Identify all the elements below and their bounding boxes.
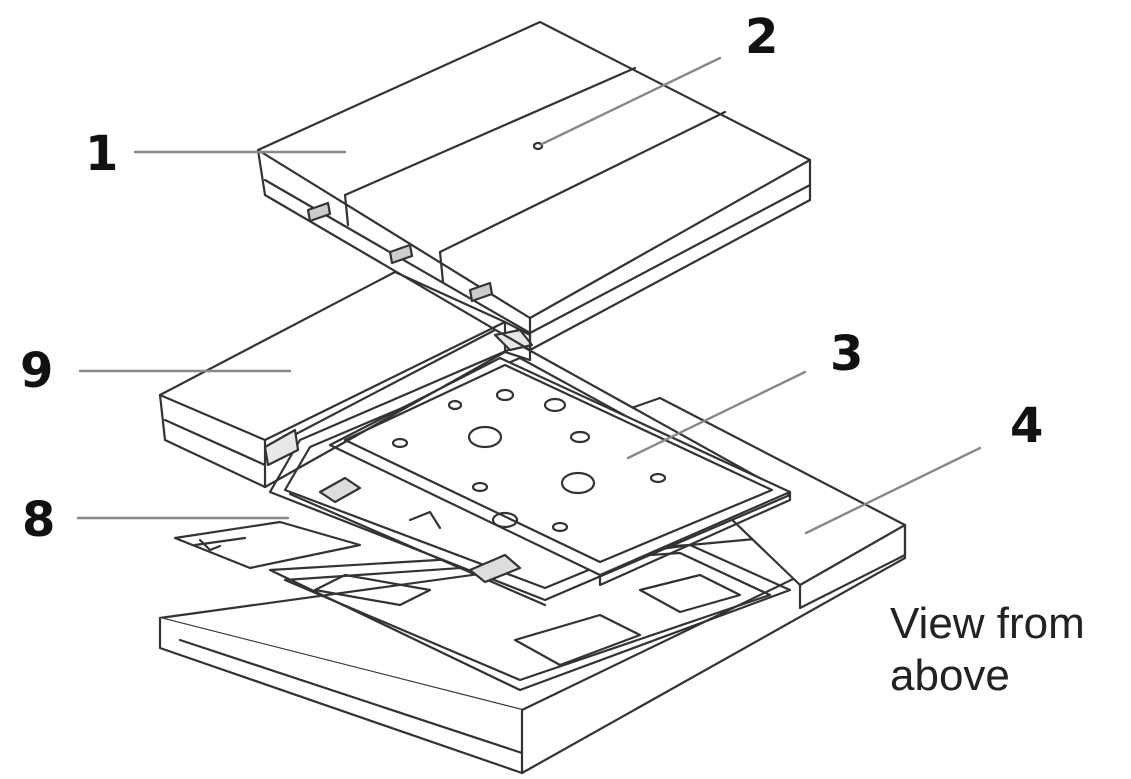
callout-2: 2 [745, 9, 779, 65]
leader-line-3 [626, 370, 807, 460]
leader-line-2 [540, 56, 722, 146]
view-caption: View from above [890, 598, 1085, 702]
leader-line-4 [804, 446, 982, 535]
callout-4: 4 [1010, 398, 1044, 454]
base-plate [158, 520, 907, 775]
view-caption-line-2: above [890, 651, 1010, 700]
part-9-cover [158, 270, 534, 489]
callout-1: 1 [85, 126, 119, 182]
callout-8: 8 [22, 492, 56, 548]
top-lid [256, 20, 812, 352]
view-caption-line-1: View from [890, 599, 1085, 648]
leader-lines [76, 56, 982, 535]
callout-9: 9 [20, 343, 54, 399]
callout-3: 3 [830, 326, 864, 382]
